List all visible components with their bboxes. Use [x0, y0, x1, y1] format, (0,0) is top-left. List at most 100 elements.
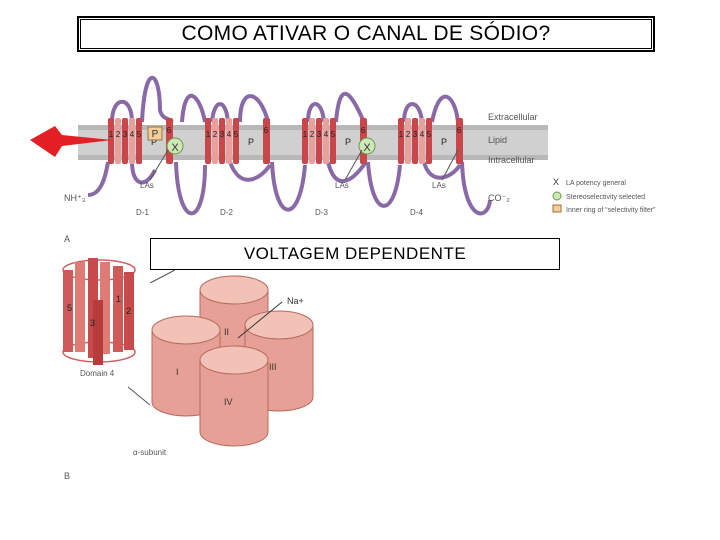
x-symbol: X [363, 142, 371, 154]
las-label: LAs [140, 181, 154, 190]
las-label: LAs [432, 181, 446, 190]
domain-cylinder-top [199, 345, 269, 375]
domain-label: D-2 [220, 208, 233, 217]
legend-square-icon [552, 204, 562, 213]
domain-label: D-3 [315, 208, 328, 217]
transmembrane-helix [309, 118, 315, 164]
segment-number: 5 [234, 130, 239, 139]
helix-number: 5 [67, 303, 72, 313]
domain-cylinder-top [199, 275, 269, 305]
p-loop-label: P [441, 137, 447, 147]
domain-cylinder-top [244, 310, 314, 340]
transmembrane-helix [233, 118, 239, 164]
selectivity-circle [166, 137, 184, 155]
p-loop-label: P [345, 137, 351, 147]
x-symbol: X [171, 142, 179, 154]
segment-number: 6 [264, 126, 269, 135]
segment-number: 6 [167, 126, 172, 135]
helix-bundle [62, 258, 136, 365]
legend-symbol-x: X [553, 177, 559, 187]
transmembrane-helix [115, 118, 121, 164]
domain-numeral: I [176, 367, 179, 377]
peptide-loops [87, 75, 492, 216]
legend-text: Stereoselectivity selected [566, 194, 645, 201]
segment-number: 4 [420, 130, 425, 139]
domain-label: D-4 [410, 208, 423, 217]
voltage-arrow-icon [30, 126, 112, 157]
transmembrane-helix [212, 118, 218, 164]
p-label-box: P [152, 129, 159, 140]
legend: X LA potency general Stereoselectivity s… [552, 177, 656, 214]
x-markers: X X P [147, 126, 376, 155]
segment-number: 4 [227, 130, 232, 139]
transmembrane-helix [108, 118, 114, 164]
filter-square [147, 126, 163, 141]
transmembrane-helix [330, 118, 336, 164]
transmembrane-helix [205, 118, 211, 164]
segment-number: 1 [399, 130, 404, 139]
segment-number: 2 [310, 130, 315, 139]
segment-number: 2 [116, 130, 121, 139]
segment-number: 3 [123, 130, 128, 139]
c-terminal: CO⁻₂ [488, 193, 510, 203]
panel-label-a: A [64, 234, 70, 244]
segment-number: 3 [317, 130, 322, 139]
transmembrane-helix [316, 118, 322, 164]
domain-numeral: III [269, 362, 277, 372]
title-box: COMO ATIVAR O CANAL DE SÓDIO? [77, 16, 655, 52]
domain-cylinder [199, 359, 269, 447]
las-arrows [149, 149, 459, 181]
transmembrane-helix-s6 [456, 118, 463, 164]
p-loop-label: P [151, 137, 157, 147]
transmembrane-helix [323, 118, 329, 164]
domain-caption: Domain 4 [80, 369, 115, 378]
helix-number: 3 [90, 318, 95, 328]
domain-numeral: IV [224, 397, 233, 407]
segment-number: 2 [213, 130, 218, 139]
transmembrane-helix-s6 [263, 118, 270, 164]
helix-number: 2 [126, 306, 131, 316]
subtitle-box: VOLTAGEM DEPENDENTE [150, 238, 560, 270]
label-extracellular: Extracellular [488, 112, 538, 122]
caption-arrow [127, 386, 151, 406]
p-loop-label: P [248, 137, 254, 147]
transmembrane-helix [302, 118, 308, 164]
transmembrane-helix [129, 118, 135, 164]
segment-number: 1 [109, 130, 114, 139]
segment-number: 5 [427, 130, 432, 139]
slide-subtitle: VOLTAGEM DEPENDENTE [243, 244, 467, 263]
n-terminal: NH⁺₃ [64, 193, 86, 203]
legend-text: LA potency general [566, 180, 626, 187]
las-label: LAs [335, 181, 349, 190]
transmembrane-helix [412, 118, 418, 164]
segment-number: 3 [413, 130, 418, 139]
ion-arrow [237, 301, 283, 339]
segment-number: 6 [361, 126, 366, 135]
transmembrane-helix [136, 118, 142, 164]
legend-circle-icon [552, 191, 562, 201]
transmembrane-helix [226, 118, 232, 164]
callout-line [149, 269, 176, 284]
slide-title: COMO ATIVAR O CANAL DE SÓDIO? [181, 22, 551, 45]
segment-number: 4 [130, 130, 135, 139]
ion-label: Na+ [287, 296, 304, 306]
segment-number: 6 [457, 126, 462, 135]
transmembrane-helix [122, 118, 128, 164]
label-lipid: Lipid [488, 135, 507, 145]
segment-number: 5 [137, 130, 142, 139]
helix-number: 1 [116, 294, 121, 304]
subunit-caption: α-subunit [133, 448, 167, 457]
domain-cylinder-top [151, 315, 221, 345]
segment-number: 1 [303, 130, 308, 139]
segment-number: 3 [220, 130, 225, 139]
selectivity-circle [358, 137, 376, 155]
transmembrane-helix [405, 118, 411, 164]
segment-number: 4 [324, 130, 329, 139]
segment-number: 2 [406, 130, 411, 139]
domain-label: D-1 [136, 208, 149, 217]
segment-number: 1 [206, 130, 211, 139]
transmembrane-helix [419, 118, 425, 164]
